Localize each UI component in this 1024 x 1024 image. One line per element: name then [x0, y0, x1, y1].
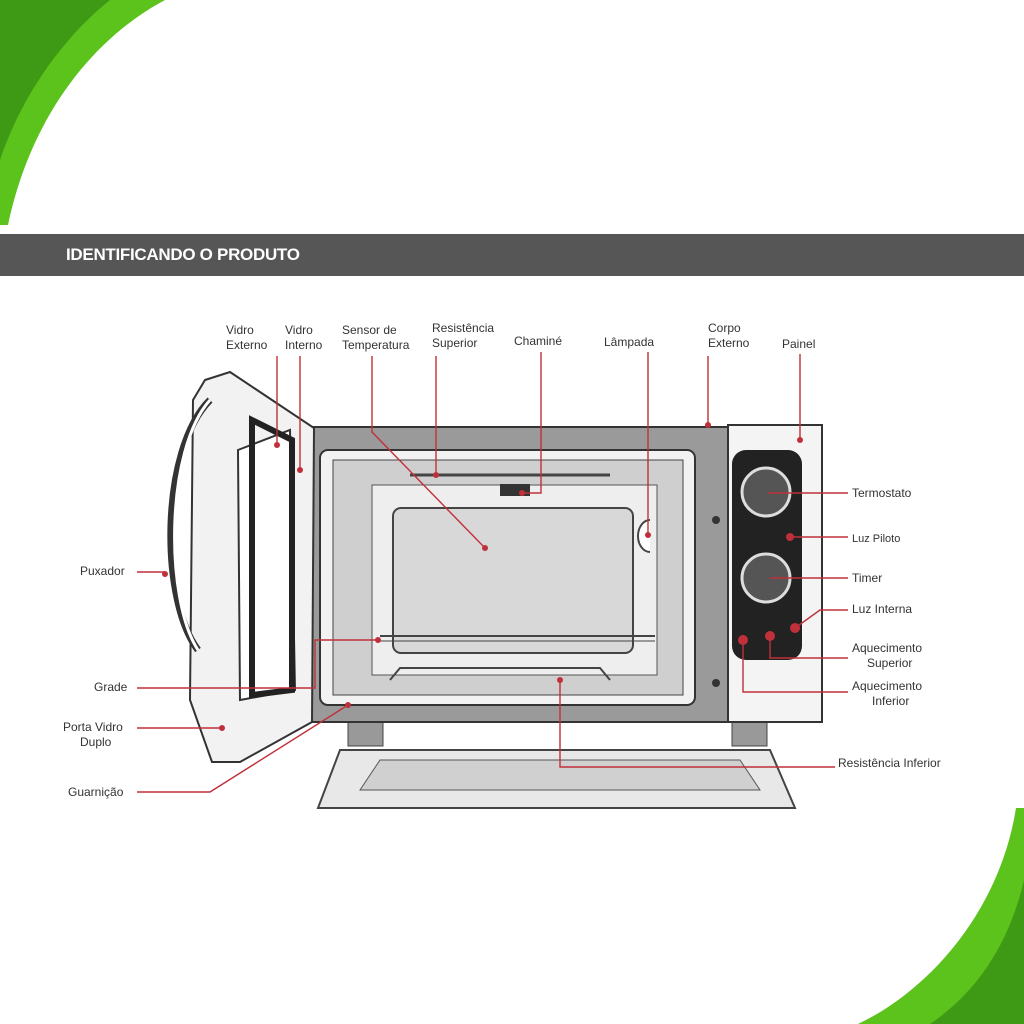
thermostat-knob[interactable] — [740, 466, 792, 518]
oven-tray — [316, 749, 797, 809]
label-resistencia-inferior: Resistência Inferior — [838, 756, 941, 770]
page-title: IDENTIFICANDO O PRODUTO — [66, 245, 300, 264]
green-corner-top-left-dark — [0, 0, 110, 160]
green-corner-bottom-right-dark — [930, 880, 1024, 1024]
label-painel: Painel — [782, 337, 815, 351]
label-lampada: Lâmpada — [604, 335, 654, 349]
green-corner-bottom-right — [858, 808, 1024, 1024]
label-grade: Grade — [94, 680, 128, 694]
oven-door — [167, 370, 316, 763]
label-luz-interna: Luz Interna — [852, 602, 912, 616]
oven-body — [311, 426, 731, 723]
label-termostato: Termostato — [852, 486, 912, 500]
label-luz-piloto: Luz Piloto — [852, 533, 900, 545]
label-timer: Timer — [852, 571, 882, 585]
oven-foot — [347, 719, 384, 747]
label-chamine: Chaminé — [514, 334, 562, 348]
label-puxador: Puxador — [80, 564, 125, 578]
leader-lines — [137, 352, 848, 793]
control-panel — [727, 424, 823, 723]
label-guarnicao: Guarnição — [68, 785, 124, 799]
oven-foot — [731, 719, 768, 747]
header-bar: IDENTIFICANDO O PRODUTO — [0, 234, 1024, 276]
